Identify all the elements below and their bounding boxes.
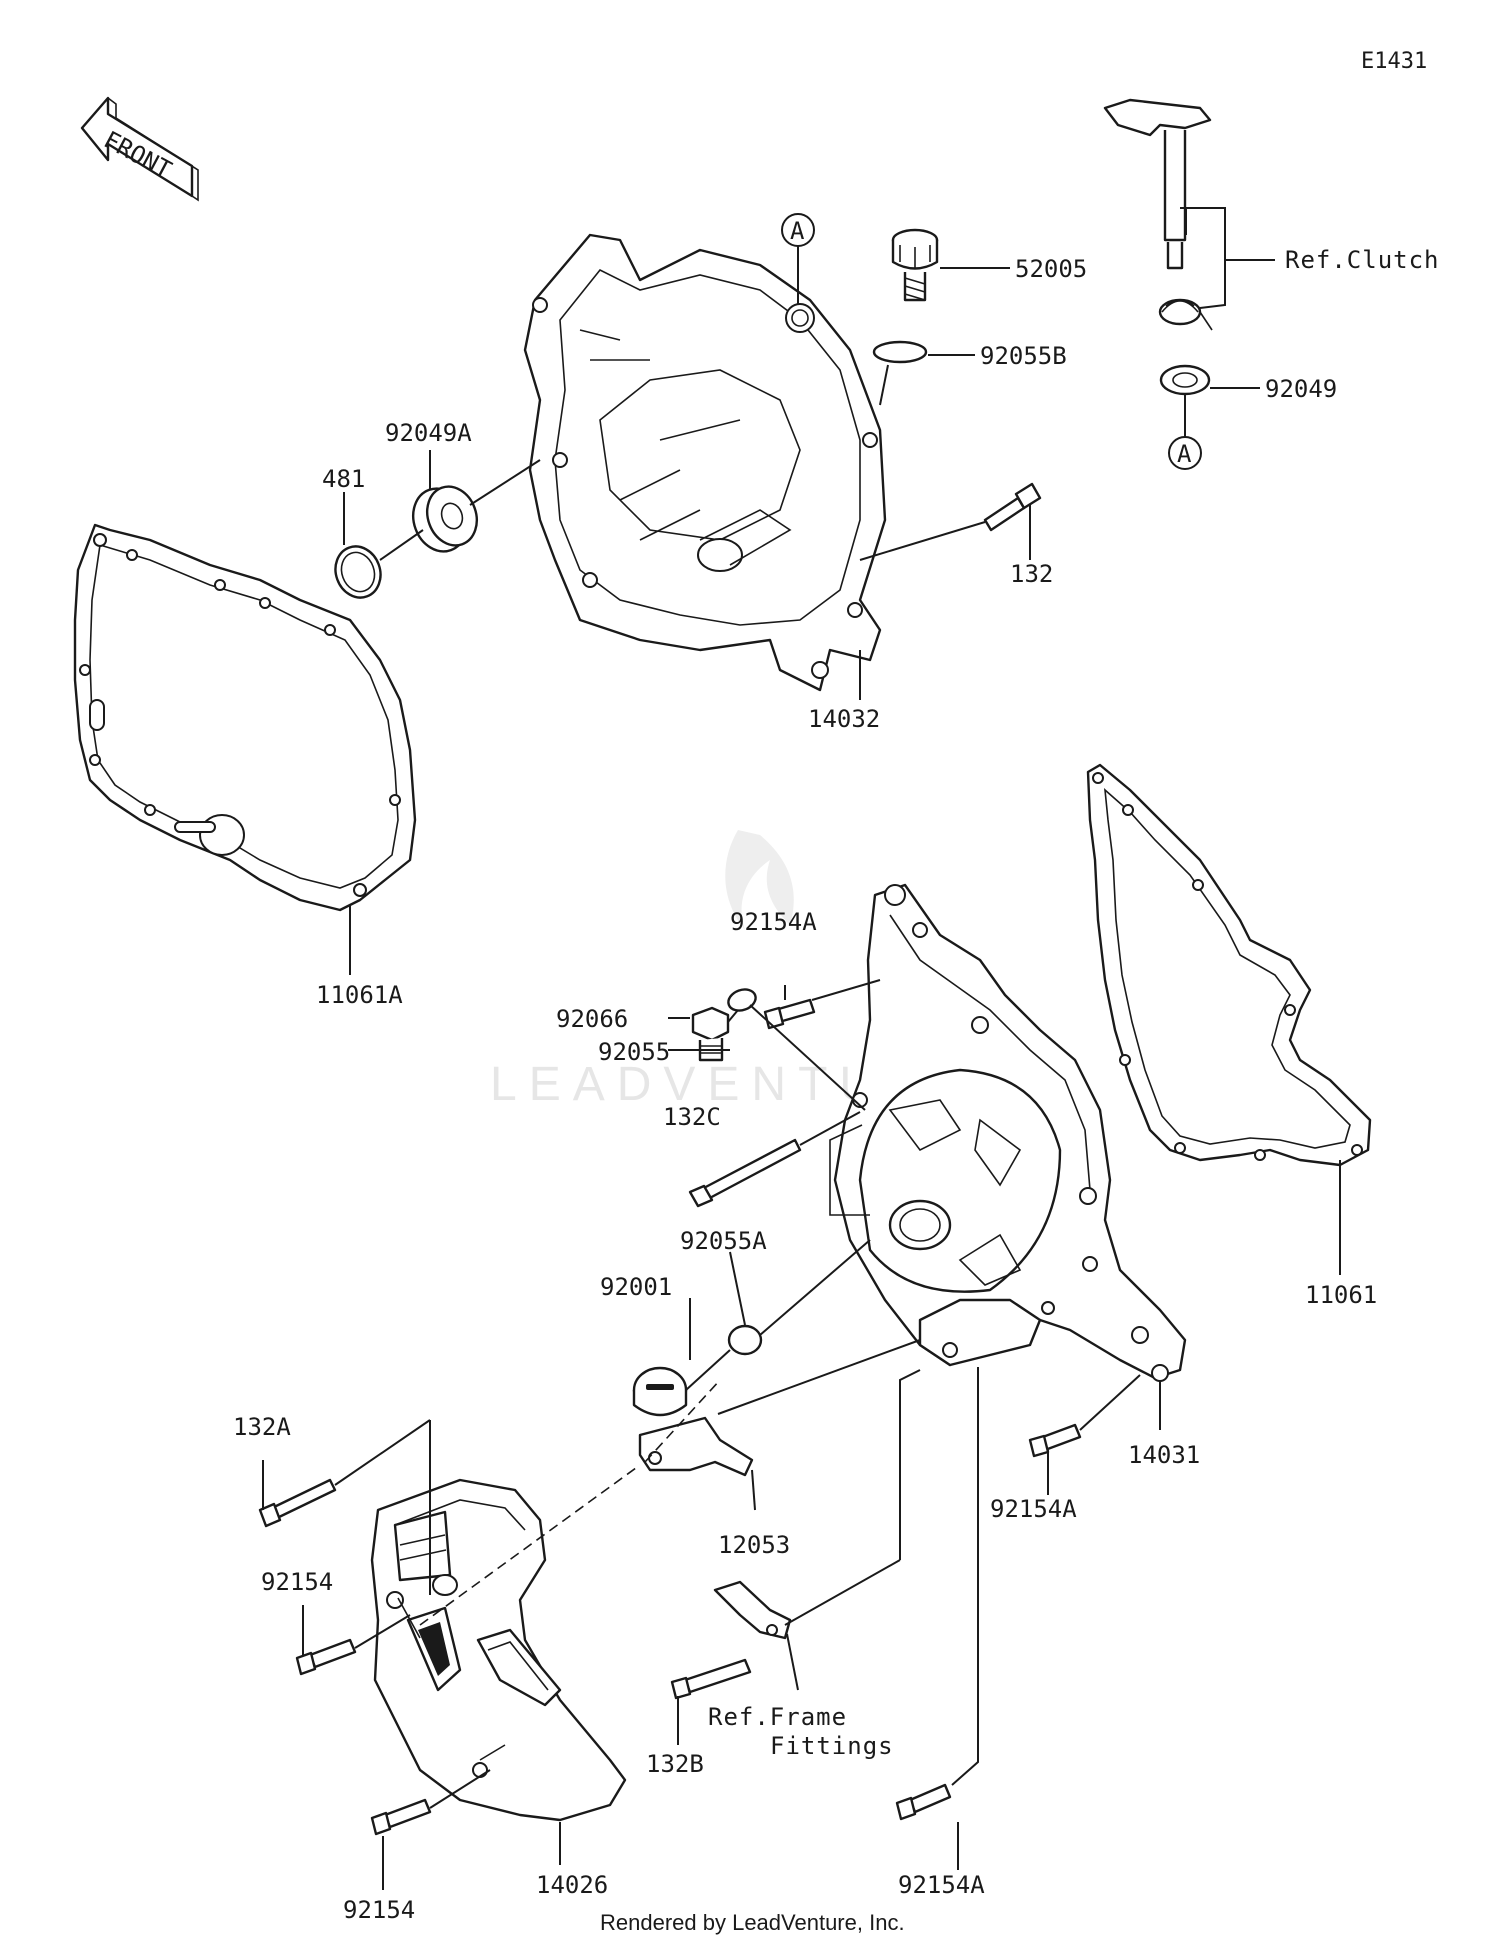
o-ring-92055B xyxy=(872,340,928,364)
ref-frame-line1: Ref.Frame xyxy=(708,1703,847,1731)
label-11061: 11061 xyxy=(1305,1281,1377,1309)
o-ring-92055 xyxy=(727,988,757,1012)
ref-frame-line2: Fittings xyxy=(770,1732,894,1760)
label-92049: 92049 xyxy=(1265,375,1337,403)
bolt-92154-lower xyxy=(370,1798,432,1836)
bolt-132A xyxy=(258,1478,337,1528)
label-92154A-top: 92154A xyxy=(730,908,817,936)
label-132: 132 xyxy=(1010,560,1053,588)
bolt-92154A-mid xyxy=(1028,1423,1082,1458)
svg-text:A: A xyxy=(790,217,805,245)
generator-cover-14031 xyxy=(829,883,1187,1382)
label-12053: 12053 xyxy=(718,1531,790,1559)
clutch-cover-14032 xyxy=(523,233,887,692)
label-14026: 14026 xyxy=(536,1871,608,1899)
label-14032: 14032 xyxy=(808,705,880,733)
label-92055B: 92055B xyxy=(980,342,1067,370)
bolt-132 xyxy=(983,482,1042,532)
drain-plug-92066 xyxy=(691,1006,730,1062)
bracket-12053 xyxy=(638,1416,754,1477)
svg-text:A: A xyxy=(1177,440,1192,468)
label-92154-upper: 92154 xyxy=(261,1568,333,1596)
label-92055: 92055 xyxy=(598,1038,670,1066)
callout-a-side: A xyxy=(1168,436,1202,470)
clutch-shaft-ref xyxy=(1103,98,1213,396)
label-92066: 92066 xyxy=(556,1005,628,1033)
label-14031: 14031 xyxy=(1128,1441,1200,1469)
front-arrow-icon: FRONT xyxy=(80,96,199,202)
gasket-11061A xyxy=(73,523,417,912)
sprocket-cover-14026 xyxy=(370,1478,627,1822)
footer-credit: Rendered by LeadVenture, Inc. xyxy=(600,1910,905,1935)
bolt-92154-upper xyxy=(295,1638,357,1676)
bracket-ref-frame xyxy=(713,1580,792,1640)
part-labels: 52005 92055B 92049 Ref.Clutch 92049A 481… xyxy=(233,246,1440,1924)
plug-92001 xyxy=(632,1366,688,1417)
bolt-132B xyxy=(670,1658,752,1700)
o-ring-92055A xyxy=(727,1324,763,1356)
label-132A: 132A xyxy=(233,1413,291,1441)
label-92001: 92001 xyxy=(600,1273,672,1301)
diagram-code: E1431 xyxy=(1361,49,1427,74)
bolt-132C xyxy=(688,1138,802,1208)
ref-clutch: Ref.Clutch xyxy=(1285,246,1440,274)
bolt-92154A-bottom xyxy=(895,1783,952,1821)
label-92154A-bottom: 92154A xyxy=(898,1871,985,1899)
label-92154A-mid: 92154A xyxy=(990,1495,1077,1523)
bolt-92154A-top xyxy=(763,998,816,1030)
oil-seal-92049A xyxy=(412,485,478,553)
label-52005: 52005 xyxy=(1015,255,1087,283)
label-132B: 132B xyxy=(646,1750,704,1778)
callout-a-top: A xyxy=(781,213,815,247)
leader-lines-upper xyxy=(343,207,1275,975)
label-92055A: 92055A xyxy=(680,1227,767,1255)
circlip-481 xyxy=(334,545,382,599)
oil-cap-52005 xyxy=(891,228,939,302)
leader-lines-lower xyxy=(262,979,1341,1890)
label-92049A: 92049A xyxy=(385,419,472,447)
label-11061A: 11061A xyxy=(316,981,403,1009)
gasket-11061 xyxy=(1086,763,1372,1167)
label-481: 481 xyxy=(322,465,365,493)
label-92154-lower: 92154 xyxy=(343,1896,415,1924)
label-132C: 132C xyxy=(663,1103,721,1131)
